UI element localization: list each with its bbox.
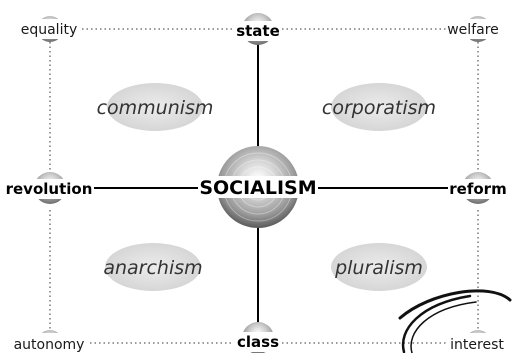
axis-label-class: class: [237, 333, 279, 351]
corner-label-autonomy: autonomy: [14, 337, 85, 353]
ideology-label-anarchism: anarchism: [103, 257, 202, 279]
axis-label-revolution: revolution: [6, 180, 93, 198]
corner-label-interest: interest: [450, 337, 504, 353]
ideology-label-corporatism: corporatism: [322, 97, 436, 119]
ideology-label-pluralism: pluralism: [334, 257, 423, 279]
axis-label-reform: reform: [449, 180, 506, 198]
axis-label-state: state: [236, 22, 280, 40]
ideology-label-communism: communism: [97, 97, 214, 119]
center-label: SOCIALISM: [199, 177, 316, 199]
corner-label-equality: equality: [21, 22, 78, 38]
corner-label-welfare: welfare: [447, 22, 499, 38]
